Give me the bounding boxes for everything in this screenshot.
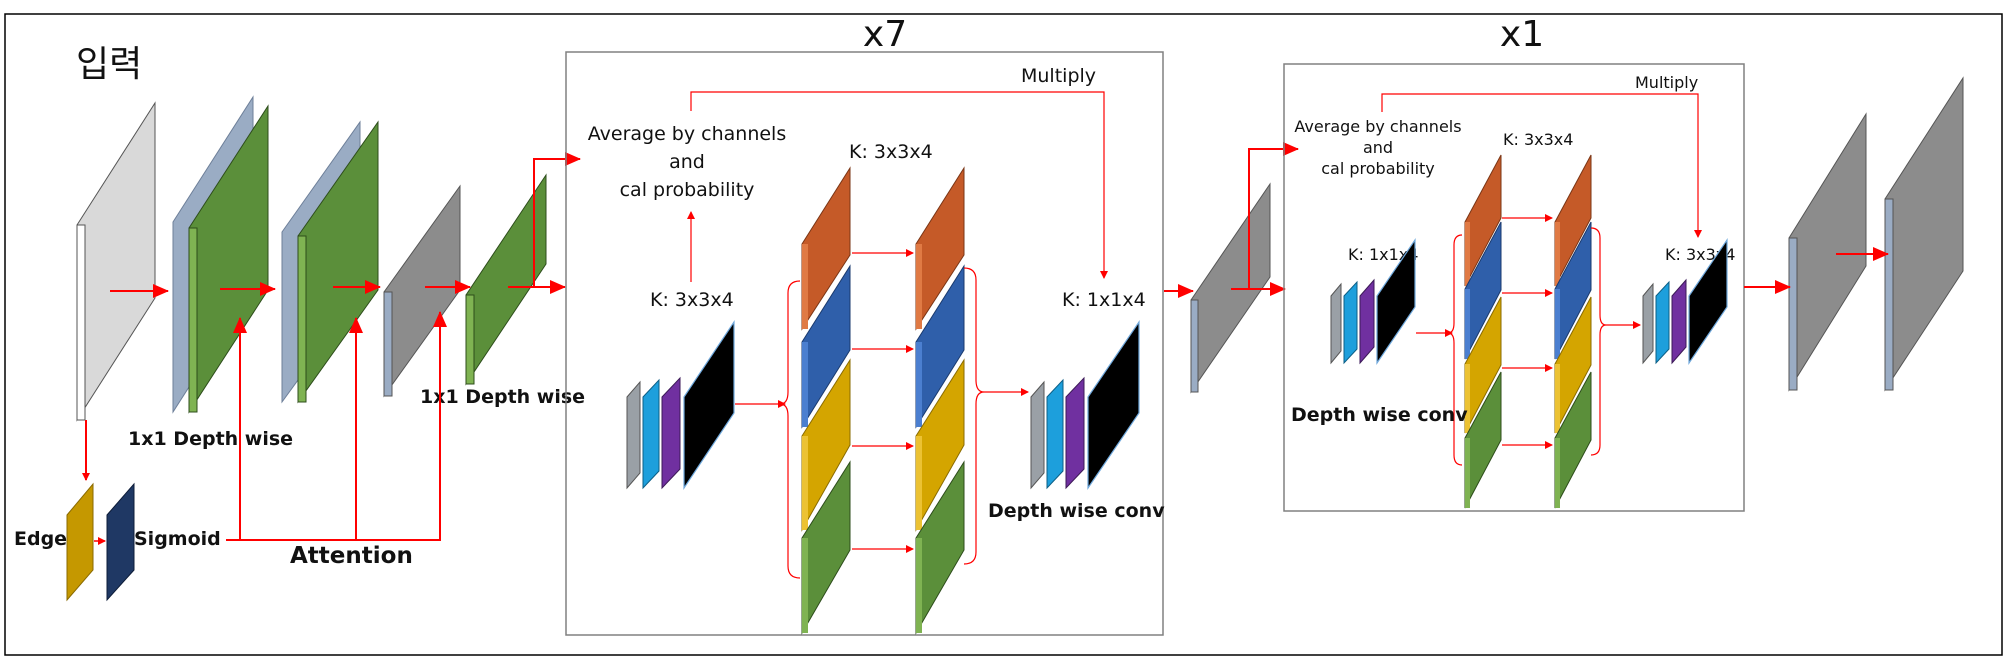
multiply-arrow-2: [1381, 93, 1702, 238]
kernel-stack-b: [1030, 320, 1140, 490]
channel-column-4: [1554, 154, 1592, 509]
kernel-stack-c: [1330, 238, 1416, 365]
channel-column-2: [915, 166, 965, 635]
x1-label: x1: [1500, 14, 1544, 55]
output-map-1: [1788, 112, 1867, 392]
average-line3-1: cal probability: [620, 179, 755, 201]
multiply-label-2: Multiply: [1635, 73, 1698, 92]
kernel-stack-d: [1642, 238, 1728, 365]
middle-flow-arrows: [1164, 142, 1299, 298]
average-line2-2: and: [1363, 138, 1393, 157]
average-line2-1: and: [669, 151, 705, 173]
depth-wise-conv-label-1: Depth wise conv: [988, 500, 1165, 522]
k-label-5: K: 3x3x4: [1503, 130, 1573, 149]
sigmoid-label: Sigmoid: [134, 528, 221, 550]
input-slab: [76, 101, 156, 422]
k-label-4: K: 1x1x4: [1348, 245, 1418, 264]
feature-map-2: [281, 120, 379, 404]
kernel-stack-a: [626, 320, 735, 490]
outer-frame: [4, 13, 2003, 656]
x1-connectors: [1416, 214, 1641, 466]
edge-label: Edge: [14, 528, 67, 550]
channel-column-3: [1464, 154, 1502, 509]
depth-wise-label-1: 1x1 Depth wise: [128, 428, 293, 450]
channel-column-1: [801, 166, 851, 635]
multiply-arrow-1: [690, 91, 1108, 279]
attention-arrows: [226, 311, 447, 541]
k-label-1: K: 3x3x4: [650, 289, 734, 311]
average-line1-1: Average by channels: [588, 123, 787, 145]
x7-label: x7: [863, 14, 907, 55]
depth-wise-conv-label-2: Depth wise conv: [1291, 404, 1468, 426]
sigmoid-block: [106, 482, 135, 602]
output-flow-arrows: [1744, 247, 1889, 294]
feature-map-5: [1190, 182, 1271, 394]
multiply-label-1: Multiply: [1021, 65, 1096, 87]
x7-connectors: [735, 249, 1029, 579]
depth-wise-label-2: 1x1 Depth wise: [420, 386, 585, 408]
input-label: 입력: [76, 44, 142, 85]
edge-block: [66, 482, 94, 602]
left-flow-arrows: [82, 152, 581, 481]
feature-map-1: [172, 95, 269, 414]
feature-map-4: [465, 173, 547, 386]
average-line1-2: Average by channels: [1294, 117, 1461, 136]
k-label-3: K: 1x1x4: [1062, 289, 1146, 311]
x7-box: [565, 51, 1164, 636]
k-label-2: K: 3x3x4: [849, 141, 933, 163]
output-map-2: [1884, 76, 1964, 392]
average-line3-2: cal probability: [1321, 159, 1435, 178]
feature-map-3: [383, 184, 461, 398]
attention-label: Attention: [290, 543, 413, 569]
